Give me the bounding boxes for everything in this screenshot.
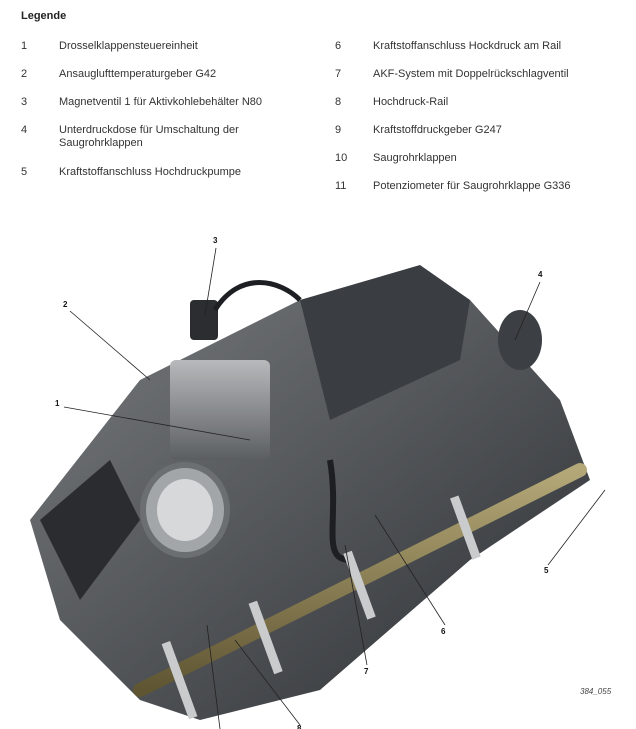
leader-lines bbox=[63, 247, 606, 729]
legend-title: Legende bbox=[21, 10, 67, 22]
callout-2: 2 bbox=[63, 300, 68, 309]
item-number: 4 bbox=[21, 124, 28, 136]
item-text: Kraftstoffanschluss Hochdruckpumpe bbox=[59, 166, 241, 178]
callout-3: 3 bbox=[213, 236, 218, 245]
callout-6: 6 bbox=[441, 627, 446, 636]
item-number: 5 bbox=[21, 166, 28, 178]
callout-7: 7 bbox=[364, 667, 369, 676]
item-text: Kraftstoffanschluss Hockdruck am Rail bbox=[373, 40, 562, 52]
intake-manifold-illustration bbox=[30, 247, 606, 729]
item-text: Magnetventil 1 für Aktivkohlebehälter N8… bbox=[59, 96, 263, 108]
runner bbox=[40, 460, 140, 600]
vacuum-unit bbox=[498, 310, 542, 370]
item-number: 7 bbox=[335, 68, 342, 80]
akf-hose bbox=[327, 459, 351, 563]
item-number: 2 bbox=[21, 68, 28, 80]
item-text: Hochdruck-Rail bbox=[373, 96, 449, 108]
item-text: AKF-System mit Doppelrückschlagventil bbox=[373, 68, 569, 80]
item-text: Potenziometer für Saugrohrklappe G336 bbox=[373, 180, 571, 192]
plenum bbox=[300, 265, 470, 420]
callout-4: 4 bbox=[538, 270, 543, 279]
item-number: 8 bbox=[335, 96, 342, 108]
item-number: 9 bbox=[335, 124, 342, 136]
item-text: Kraftstoffdruckgeber G247 bbox=[373, 124, 502, 136]
item-text: Ansauglufttemperaturgeber G42 bbox=[59, 68, 217, 80]
throttle-body bbox=[170, 360, 270, 460]
item-text: Unterdruckdose für Umschaltung der Saugr… bbox=[59, 124, 239, 149]
figure-id: 384_055 bbox=[580, 687, 612, 696]
valve-n80 bbox=[190, 300, 218, 340]
item-number: 1 bbox=[21, 40, 28, 52]
item-text: Saugrohrklappen bbox=[373, 152, 457, 164]
item-number: 6 bbox=[335, 40, 342, 52]
injectors bbox=[161, 495, 481, 720]
callout-8: 8 bbox=[297, 724, 302, 729]
hose bbox=[212, 280, 302, 312]
callout-5: 5 bbox=[544, 566, 549, 575]
item-number: 3 bbox=[21, 96, 28, 108]
item-number: 10 bbox=[335, 152, 348, 164]
item-text: Drosselklappensteuereinheit bbox=[59, 40, 198, 52]
item-number: 11 bbox=[335, 180, 347, 192]
throttle-plate bbox=[157, 479, 213, 541]
callout-1: 1 bbox=[55, 399, 60, 408]
